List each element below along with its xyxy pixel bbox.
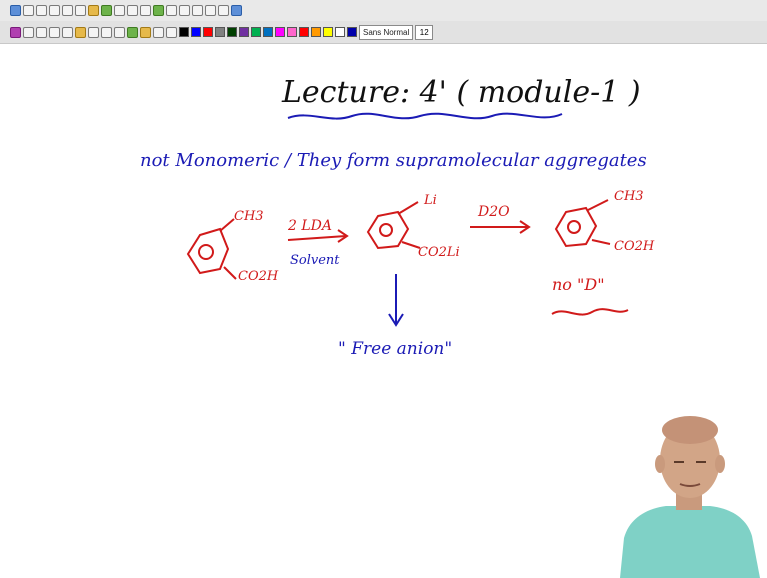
first-page-icon[interactable] xyxy=(114,5,125,16)
subtitle-text: not Monomeric / They form supramolecular… xyxy=(140,150,647,171)
cut-icon[interactable] xyxy=(49,5,60,16)
no-d-underline xyxy=(551,308,629,316)
image-icon[interactable] xyxy=(62,26,73,38)
intermediate-co2li-label: CO2Li xyxy=(418,245,460,260)
product-ch3-label: CH3 xyxy=(614,189,644,204)
color-swatch[interactable] xyxy=(299,27,309,37)
font-size-box[interactable]: 12 xyxy=(415,24,434,40)
free-anion-label: " Free anion" xyxy=(338,339,452,359)
color-swatch[interactable] xyxy=(203,27,213,37)
down-arrow xyxy=(388,274,404,327)
color-swatch[interactable] xyxy=(215,27,225,37)
color-swatch[interactable] xyxy=(263,27,273,37)
whiteboard-canvas[interactable]: Lecture: 4' ( module-1 ) not Monomeric /… xyxy=(0,44,767,578)
color-palette xyxy=(179,27,357,37)
fullscreen-icon[interactable] xyxy=(231,5,242,16)
zoom-width-icon[interactable] xyxy=(205,5,216,16)
zoom-fit-icon[interactable] xyxy=(192,5,203,16)
color-swatch[interactable] xyxy=(227,27,237,37)
product-benzene-ring xyxy=(554,199,611,248)
color-swatch[interactable] xyxy=(311,27,321,37)
whiteboard-drawing: Lecture: 4' ( module-1 ) not Monomeric /… xyxy=(140,75,655,359)
color-swatch[interactable] xyxy=(251,27,261,37)
reagent-solvent-label: Solvent xyxy=(290,253,340,268)
dot-small-icon[interactable] xyxy=(153,26,164,38)
font-name-box[interactable]: Sans Normal xyxy=(359,24,414,40)
main-toolbar xyxy=(0,0,767,22)
text-tool-icon[interactable] xyxy=(49,26,60,38)
line-icon[interactable] xyxy=(36,26,47,38)
color-swatch[interactable] xyxy=(323,27,333,37)
new-page-icon[interactable] xyxy=(23,5,34,16)
product-co2h-label: CO2H xyxy=(614,239,655,254)
select-icon[interactable] xyxy=(127,26,138,38)
color-swatch[interactable] xyxy=(179,27,189,37)
prev-page-icon[interactable] xyxy=(127,5,138,16)
marker-icon[interactable] xyxy=(75,26,86,38)
color-swatch[interactable] xyxy=(335,27,345,37)
paste-icon[interactable] xyxy=(75,5,86,16)
highlighter-icon[interactable] xyxy=(88,5,99,16)
reagent-d2o-label: D2O xyxy=(477,204,510,220)
save-icon[interactable] xyxy=(10,5,21,16)
pencil-icon[interactable] xyxy=(140,26,151,38)
reaction-arrow-2 xyxy=(470,220,531,234)
presenter-video xyxy=(620,416,760,578)
intermediate-li-label: Li xyxy=(423,193,437,208)
color-swatch[interactable] xyxy=(347,27,357,37)
open-icon[interactable] xyxy=(36,5,47,16)
no-d-note: no "D" xyxy=(552,275,605,294)
reactant-benzene-ring xyxy=(186,218,237,280)
copy-icon[interactable] xyxy=(62,5,73,16)
shapes-icon[interactable] xyxy=(88,26,99,38)
color-swatch[interactable] xyxy=(191,27,201,37)
color-swatch[interactable] xyxy=(275,27,285,37)
reactant-co2h-label: CO2H xyxy=(238,269,279,284)
lecture-title: Lecture: 4' ( module-1 ) xyxy=(281,75,641,110)
intermediate-benzene-ring xyxy=(366,201,421,250)
color-swatch[interactable] xyxy=(239,27,249,37)
zoom-in-icon[interactable] xyxy=(166,5,177,16)
dot-large-icon[interactable] xyxy=(166,26,177,38)
reactant-ch3-label: CH3 xyxy=(234,209,264,224)
last-page-icon[interactable] xyxy=(153,5,164,16)
reaction-arrow-1 xyxy=(287,229,349,243)
color-swatch[interactable] xyxy=(287,27,297,37)
eraser-icon[interactable] xyxy=(23,26,34,38)
lasso-icon[interactable] xyxy=(101,5,112,16)
zoom-reset-icon[interactable] xyxy=(218,5,229,16)
title-underline xyxy=(287,112,563,120)
grid-icon[interactable] xyxy=(101,26,112,38)
reagent-lda-label: 2 LDA xyxy=(287,218,332,234)
hand-icon[interactable] xyxy=(114,26,125,38)
pen-toolbar: Sans Normal 12 xyxy=(0,21,767,44)
zoom-out-icon[interactable] xyxy=(179,5,190,16)
next-page-icon[interactable] xyxy=(140,5,151,16)
pen-icon[interactable] xyxy=(10,26,21,38)
